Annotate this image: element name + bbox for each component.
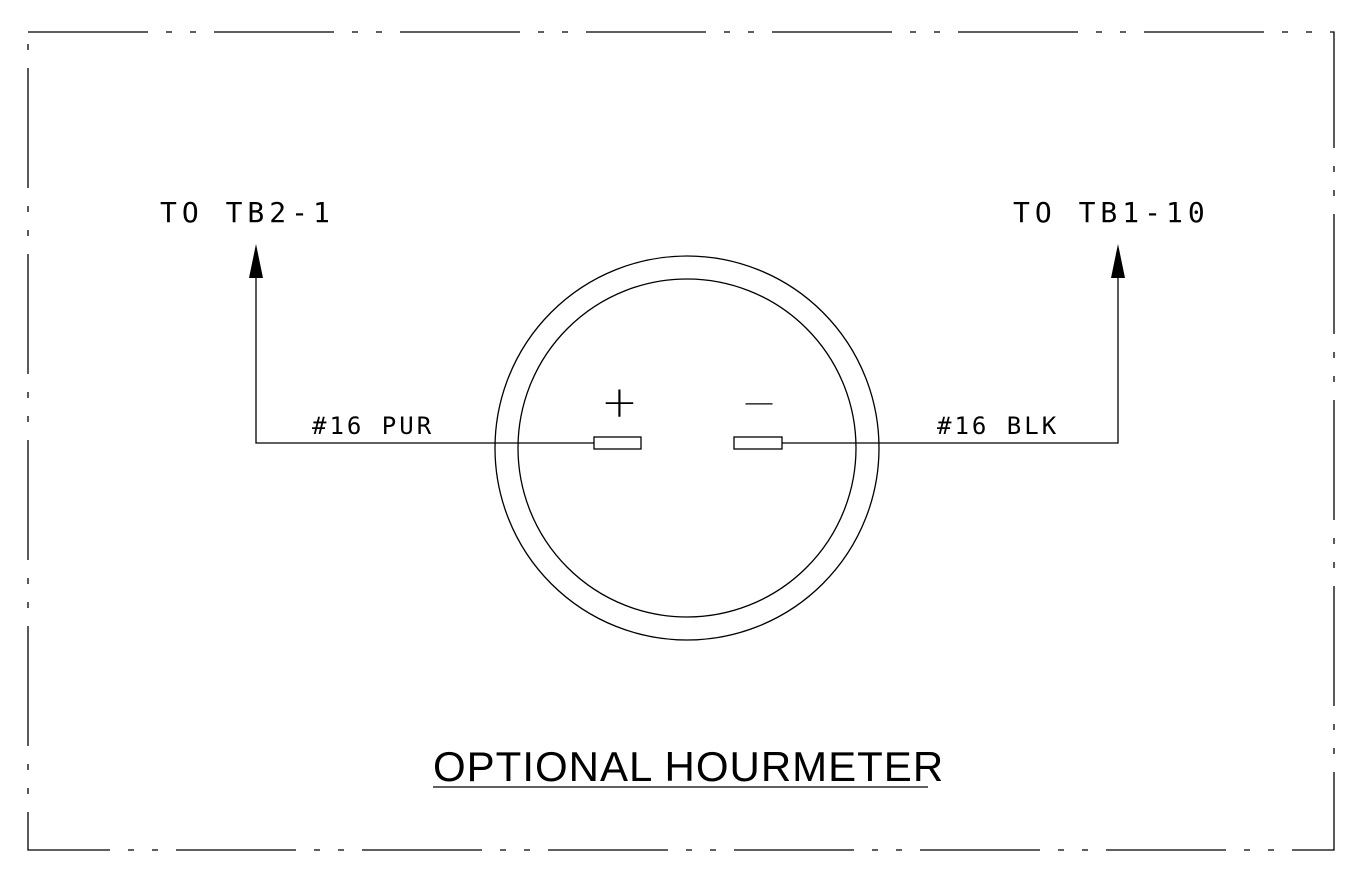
right-terminal-label: TO TB1-10 (1013, 196, 1210, 229)
minus-symbol: — (744, 385, 774, 420)
right-wire (782, 244, 1125, 444)
negative-terminal (733, 436, 783, 450)
diagram-title: OPTIONAL HOURMETER (433, 743, 944, 790)
right-arrow-icon (1111, 244, 1125, 278)
left-terminal-label: TO TB2-1 (160, 196, 335, 229)
positive-terminal (593, 436, 642, 450)
hourmeter-outer-ring (494, 255, 880, 641)
left-wire-label: #16 PUR (312, 412, 434, 440)
plus-symbol: + (601, 377, 638, 428)
left-arrow-icon (249, 244, 263, 278)
hourmeter-inner-ring (517, 278, 857, 618)
left-wire (249, 244, 594, 444)
hourmeter-body (494, 255, 880, 641)
drawing-border (27, 31, 1335, 851)
right-wire-label: #16 BLK (937, 412, 1059, 440)
